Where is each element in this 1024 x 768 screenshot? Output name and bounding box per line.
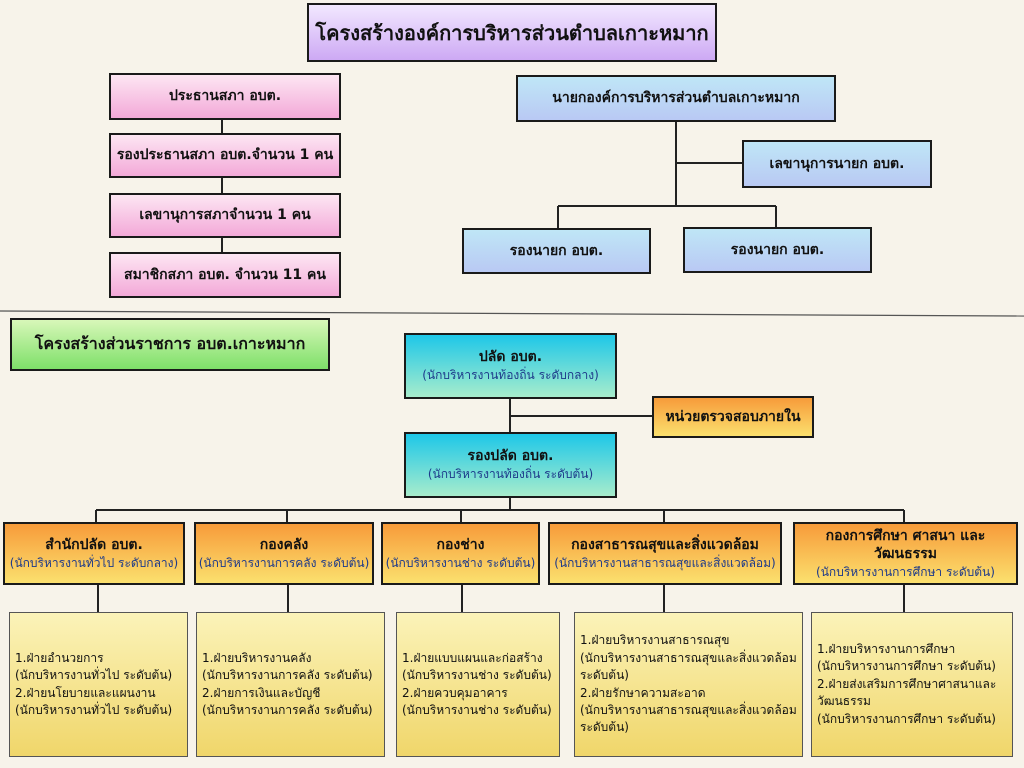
- org-chart-title: โครงสร้างองค์การบริหารส่วนตำบลเกาะหมาก: [307, 3, 717, 62]
- department-subtitle: (นักบริหารงานทั่วไป ระดับกลาง): [9, 555, 179, 570]
- department-title: กองการศึกษา ศาสนา และวัฒนธรรม: [825, 527, 986, 562]
- council-vice-president-label: รองประธานสภา อบต.จำนวน 1 คน: [116, 147, 334, 164]
- section-item: 1.ฝ่ายอำนวยการ: [15, 650, 104, 665]
- sections-list-office-of-palad: 1.ฝ่ายอำนวยการ (นักบริหารงานทั่วไป ระดับ…: [9, 612, 188, 757]
- sections-list-engineering: 1.ฝ่ายแบบแผนและก่อสร้าง (นักบริหารงานช่า…: [396, 612, 560, 757]
- section-item: (นักบริหารงานช่าง ระดับต้น): [402, 668, 552, 683]
- council-members-box: สมาชิกสภา อบต. จำนวน 11 คน: [109, 252, 341, 298]
- sections-list-public-health: 1.ฝ่ายบริหารงานสาธารณสุข (นักบริหารงานสา…: [574, 612, 803, 757]
- deputy-mayor-2-box: รองนายก อบต.: [683, 227, 872, 273]
- section-item: 1.ฝ่ายบริหารงานการศึกษา: [817, 642, 956, 657]
- section-item: 1.ฝ่ายบริหารงานคลัง: [202, 650, 312, 665]
- mayor-secretary-label: เลขานุการนายก อบต.: [769, 155, 905, 172]
- sections-list-education: 1.ฝ่ายบริหารงานการศึกษา (นักบริหารงานการ…: [811, 612, 1013, 757]
- deputy-palad-subtitle: (นักบริหารงานท้องถิ่น ระดับต้น): [427, 467, 594, 482]
- sections-list-finance: 1.ฝ่ายบริหารงานคลัง (นักบริหารงานการคลัง…: [196, 612, 385, 757]
- section-item: (นักบริหารงานสาธารณสุขและสิ่งแวดล้อม ระด…: [580, 650, 797, 683]
- deputy-mayor-1-label: รองนายก อบต.: [509, 242, 604, 259]
- council-secretary-label: เลขานุการสภาจำนวน 1 คน: [139, 207, 311, 224]
- admin-structure-title: โครงสร้างส่วนราชการ อบต.เกาะหมาก: [10, 318, 330, 371]
- mayor-box: นายกองค์การบริหารส่วนตำบลเกาะหมาก: [516, 75, 836, 122]
- mayor-label: นายกองค์การบริหารส่วนตำบลเกาะหมาก: [552, 90, 800, 107]
- admin-structure-title-text: โครงสร้างส่วนราชการ อบต.เกาะหมาก: [34, 334, 306, 354]
- council-vice-president-box: รองประธานสภา อบต.จำนวน 1 คน: [109, 133, 341, 178]
- council-president-box: ประธานสภา อบต.: [109, 73, 341, 120]
- mayor-secretary-box: เลขานุการนายก อบต.: [742, 140, 932, 188]
- section-item: (นักบริหารงานการคลัง ระดับต้น): [202, 668, 373, 683]
- department-box-education: กองการศึกษา ศาสนา และวัฒนธรรม (นักบริหาร…: [793, 522, 1018, 585]
- section-item: (นักบริหารงานช่าง ระดับต้น): [402, 702, 552, 717]
- section-item: 1.ฝ่ายแบบแผนและก่อสร้าง: [402, 650, 543, 665]
- palad-title: ปลัด อบต.: [478, 349, 543, 366]
- section-item: 2.ฝ่ายนโยบายและแผนงาน: [15, 685, 156, 700]
- deputy-palad-box: รองปลัด อบต. (นักบริหารงานท้องถิ่น ระดับ…: [404, 432, 617, 498]
- department-subtitle: (นักบริหารงานช่าง ระดับต้น): [385, 555, 536, 570]
- internal-audit-box: หน่วยตรวจสอบภายใน: [652, 396, 814, 438]
- department-title: กองคลัง: [259, 536, 309, 553]
- department-subtitle: (นักบริหารงานการคลัง ระดับต้น): [198, 555, 370, 570]
- deputy-palad-title: รองปลัด อบต.: [467, 448, 554, 465]
- department-subtitle: (นักบริหารงานการศึกษา ระดับต้น): [816, 564, 995, 579]
- deputy-mayor-2-label: รองนายก อบต.: [730, 241, 825, 258]
- council-members-label: สมาชิกสภา อบต. จำนวน 11 คน: [124, 266, 326, 283]
- section-item: (นักบริหารงานสาธารณสุขและสิ่งแวดล้อม ระด…: [580, 702, 797, 735]
- department-title: กองช่าง: [436, 536, 485, 553]
- section-item: (นักบริหารงานทั่วไป ระดับต้น): [15, 668, 173, 683]
- department-box-office-of-palad: สำนักปลัด อบต. (นักบริหารงานทั่วไป ระดับ…: [3, 522, 185, 585]
- section-item: (นักบริหารงานการศึกษา ระดับต้น): [817, 711, 996, 726]
- department-subtitle: (นักบริหารงานสาธารณสุขและสิ่งแวดล้อม): [554, 555, 776, 570]
- internal-audit-label: หน่วยตรวจสอบภายใน: [665, 408, 801, 425]
- council-president-label: ประธานสภา อบต.: [168, 88, 282, 105]
- department-box-public-health: กองสาธารณสุขและสิ่งแวดล้อม (นักบริหารงาน…: [548, 522, 782, 585]
- section-item: 2.ฝ่ายส่งเสริมการศึกษาศาสนาและวัฒนธรรม: [817, 676, 997, 709]
- section-item: (นักบริหารงานการคลัง ระดับต้น): [202, 702, 373, 717]
- department-title: สำนักปลัด อบต.: [45, 536, 143, 553]
- org-chart-title-text: โครงสร้างองค์การบริหารส่วนตำบลเกาะหมาก: [315, 20, 709, 45]
- section-item: 2.ฝ่ายรักษาความสะอาด: [580, 685, 706, 700]
- section-item: 1.ฝ่ายบริหารงานสาธารณสุข: [580, 633, 730, 648]
- section-item: 2.ฝ่ายควบคุมอาคาร: [402, 685, 508, 700]
- section-item: (นักบริหารงานการศึกษา ระดับต้น): [817, 659, 996, 674]
- department-box-finance: กองคลัง (นักบริหารงานการคลัง ระดับต้น): [194, 522, 374, 585]
- department-title: กองสาธารณสุขและสิ่งแวดล้อม: [571, 536, 759, 553]
- deputy-mayor-1-box: รองนายก อบต.: [462, 228, 651, 274]
- section-item: (นักบริหารงานทั่วไป ระดับต้น): [15, 702, 173, 717]
- palad-box: ปลัด อบต. (นักบริหารงานท้องถิ่น ระดับกลา…: [404, 333, 617, 399]
- department-box-engineering: กองช่าง (นักบริหารงานช่าง ระดับต้น): [381, 522, 540, 585]
- council-secretary-box: เลขานุการสภาจำนวน 1 คน: [109, 193, 341, 238]
- section-item: 2.ฝ่ายการเงินและบัญชี: [202, 685, 321, 700]
- palad-subtitle: (นักบริหารงานท้องถิ่น ระดับกลาง): [422, 368, 599, 383]
